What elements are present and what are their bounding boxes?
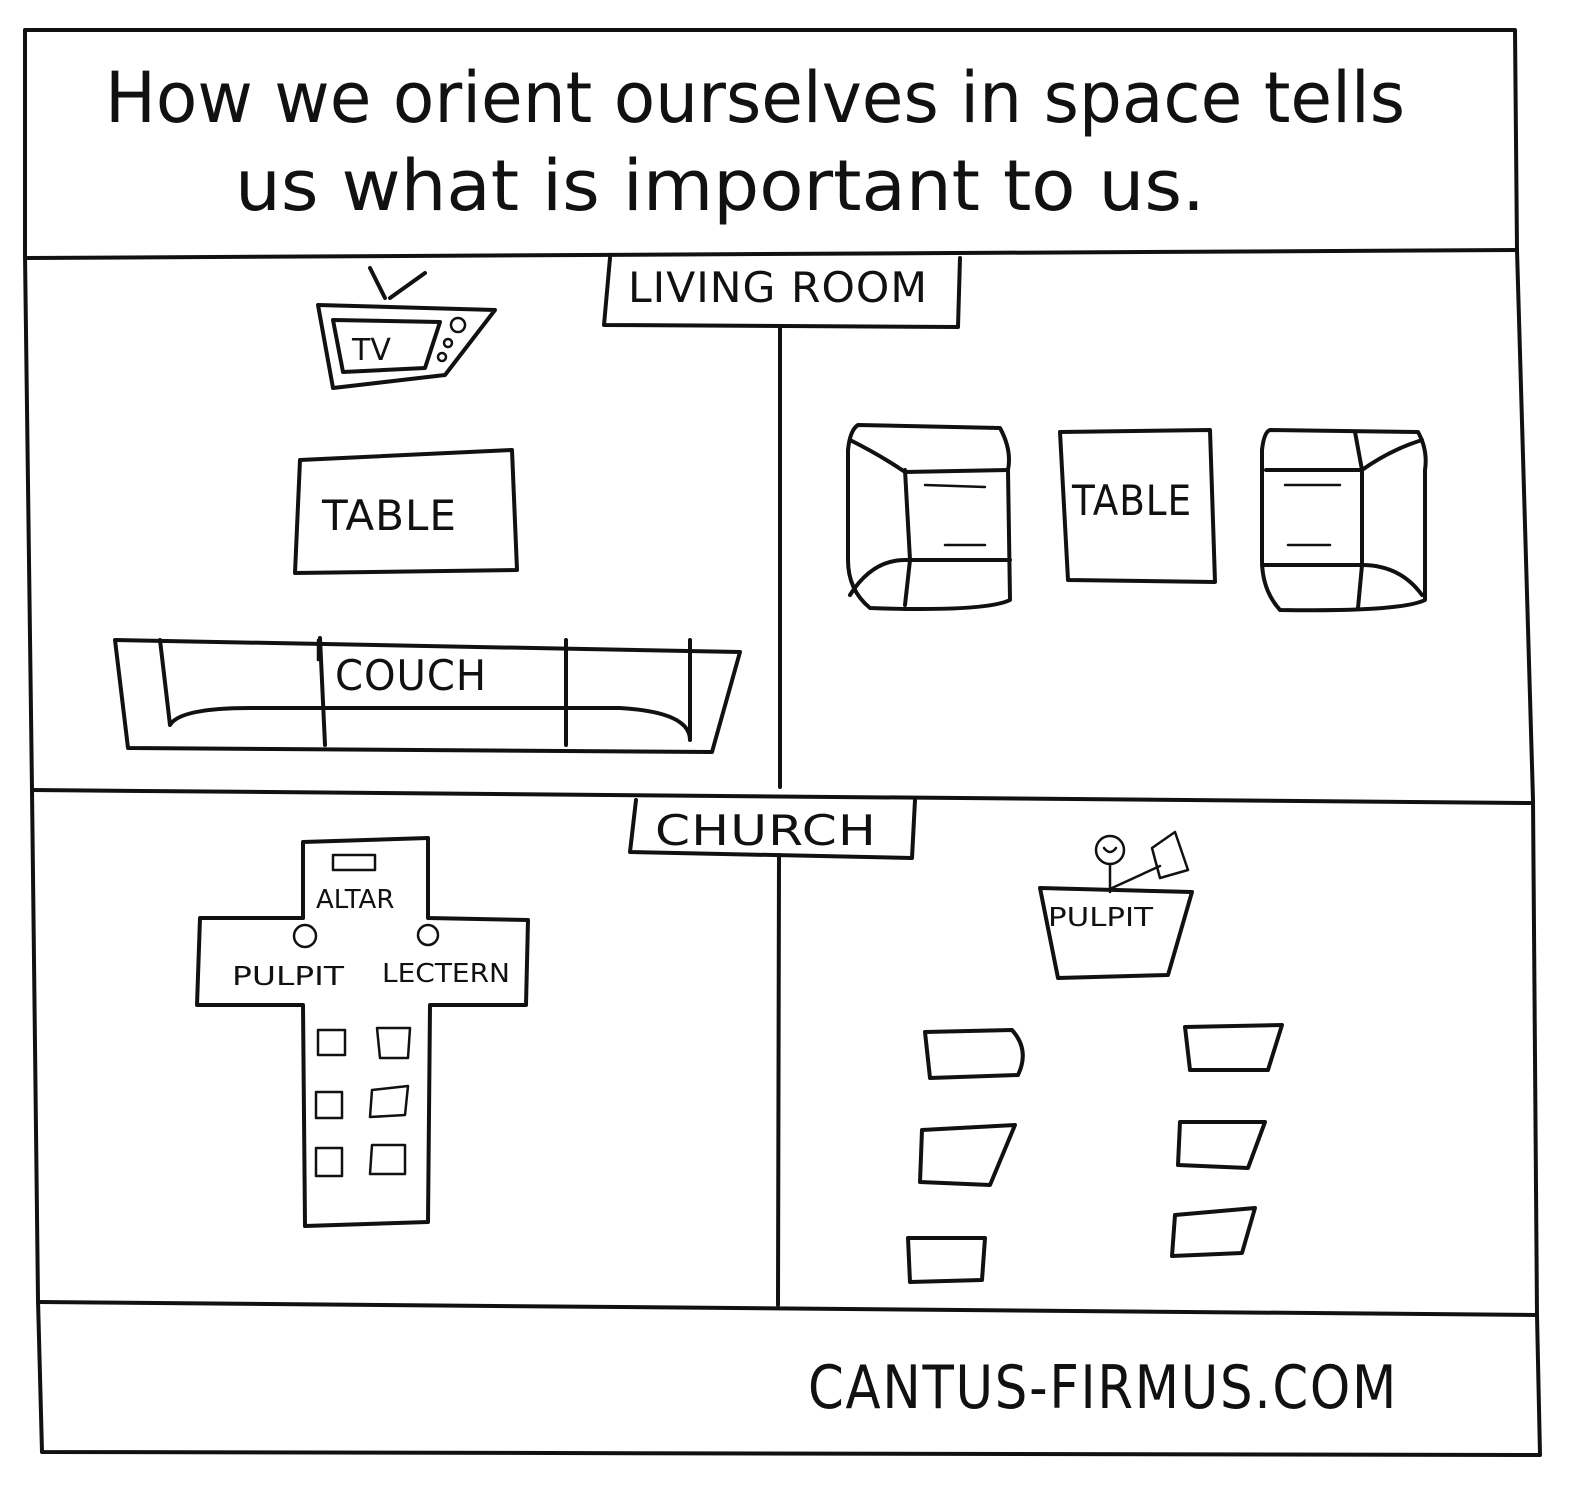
- couch-icon: COUCH: [113, 636, 742, 754]
- table-icon: TABLE: [293, 448, 519, 575]
- armchair-left-icon: [846, 423, 1012, 611]
- tv-icon: TV: [316, 266, 497, 390]
- lectern-marker: [416, 923, 440, 947]
- church-title: CHURCH: [655, 806, 877, 855]
- living-room-title: LIVING ROOM: [628, 263, 928, 312]
- pulpit-label-right: PULPIT: [1048, 903, 1153, 933]
- pews-right: [906, 1023, 1284, 1284]
- altar-label: ALTAR: [316, 885, 394, 915]
- outer-frame: [23, 28, 1542, 1457]
- side-table-icon: TABLE: [1058, 428, 1217, 584]
- living-room-tag: [602, 256, 962, 329]
- site-credit: CANTUS-FIRMUS.COM: [808, 1353, 1398, 1423]
- table-label-right: TABLE: [1071, 476, 1192, 525]
- book-icon: [1150, 830, 1190, 880]
- preacher-head: [1094, 834, 1126, 866]
- caption-line-1: How we orient ourselves in space tells: [105, 57, 1405, 139]
- pulpit-icon: PULPIT: [1038, 830, 1194, 980]
- tv-label: TV: [351, 333, 391, 368]
- table-label-left: TABLE: [321, 491, 457, 540]
- couch-label: COUCH: [335, 651, 487, 700]
- footer-divider: [36, 1300, 1539, 1317]
- church-tag: [628, 798, 917, 860]
- altar-icon: [331, 853, 377, 872]
- armchair-right-icon: [1260, 428, 1428, 613]
- pulpit-label-left: PULPIT: [232, 962, 344, 992]
- caption-line-2: us what is important to us.: [235, 145, 1205, 227]
- pulpit-marker: [292, 923, 318, 949]
- header-divider: [26, 248, 1519, 260]
- vertical-divider: [776, 324, 782, 1307]
- cross-floor-plan: ALTAR PULPIT LECTERN: [195, 836, 530, 1228]
- lectern-label: LECTERN: [382, 959, 510, 989]
- middle-divider: [30, 788, 1532, 805]
